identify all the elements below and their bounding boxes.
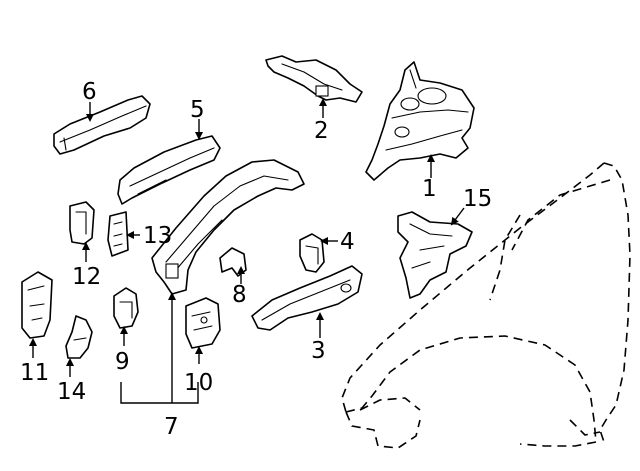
bracket-7 [120,382,199,404]
callout-12: 12 [72,264,101,290]
callout-13: 13 [143,223,172,249]
callout-7: 7 [164,414,179,440]
callout-3: 3 [311,338,326,364]
part-12-bracket [69,201,95,245]
part-3-lower-rail [251,265,363,331]
part-13-plate [107,211,129,257]
callout-1: 1 [422,176,437,202]
part-5-apron-rail [117,135,221,205]
callout-10: 10 [184,370,213,396]
callout-11: 11 [20,360,49,386]
callout-15: 15 [463,186,492,212]
part-10-bracket [185,297,221,349]
part-14-bracket [65,315,93,359]
callout-6: 6 [82,79,97,105]
part-15-bracket [397,211,473,299]
part-1-shock-tower [365,61,475,181]
part-11-bracket [21,271,53,339]
part-8-clip [219,247,247,277]
callout-5: 5 [190,97,205,123]
callout-14: 14 [57,379,86,405]
callout-2: 2 [314,118,329,144]
part-4-bracket [299,233,325,273]
part-9-bracket [113,287,139,329]
part-7-wheelhouse-apron [151,159,305,295]
callout-8: 8 [232,282,247,308]
callout-4: 4 [340,229,355,255]
part-6-rail-extension [53,95,151,155]
callout-9: 9 [115,349,130,375]
leader-15 [450,207,465,226]
part-2-upper-bracket [265,55,363,103]
fender-outline [341,162,631,449]
